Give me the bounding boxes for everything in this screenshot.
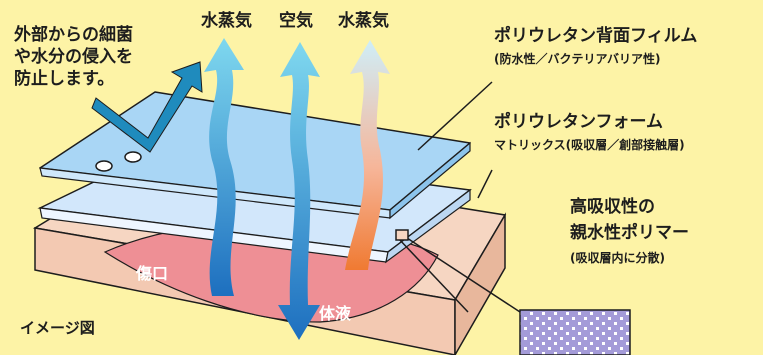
deflect-arrow-icon	[91, 61, 203, 153]
arrow-label-air: 空気	[279, 11, 313, 31]
vapor-arrow-left	[204, 38, 244, 296]
polymer-title-line1: 高吸収性の	[570, 197, 655, 217]
arrow-label-vapor-left: 水蒸気	[201, 11, 252, 31]
foam-title: ポリウレタンフォーム	[494, 112, 663, 132]
fluid-label: 体液	[319, 304, 352, 323]
foam-subtitle: マトリックス(吸収層／創部接触層)	[494, 138, 685, 152]
bacteria-protection-line1: 外部からの細菌	[14, 25, 133, 45]
air-arrow-mid	[278, 42, 320, 340]
polymer-pattern-swatch	[519, 309, 631, 355]
droplet-icon	[95, 151, 142, 172]
polymer-title-line2: 親水性ポリマー	[570, 223, 689, 243]
film-title: ポリウレタン背面フィルム	[494, 26, 698, 46]
arrow-label-vapor-right: 水蒸気	[338, 11, 389, 31]
bacteria-protection-line3: 防止します。	[14, 69, 115, 89]
vapor-arrow-right	[345, 40, 390, 270]
leader-lines	[395, 81, 521, 313]
film-subtitle: (防水性／バクテリアバリア性)	[494, 52, 661, 66]
wound-label: 傷口	[136, 264, 169, 283]
polymer-subtitle: (吸収層内に分散)	[570, 251, 665, 265]
image-note: イメージ図	[20, 319, 95, 337]
bacteria-protection-line2: や水分の侵入を	[14, 47, 133, 67]
